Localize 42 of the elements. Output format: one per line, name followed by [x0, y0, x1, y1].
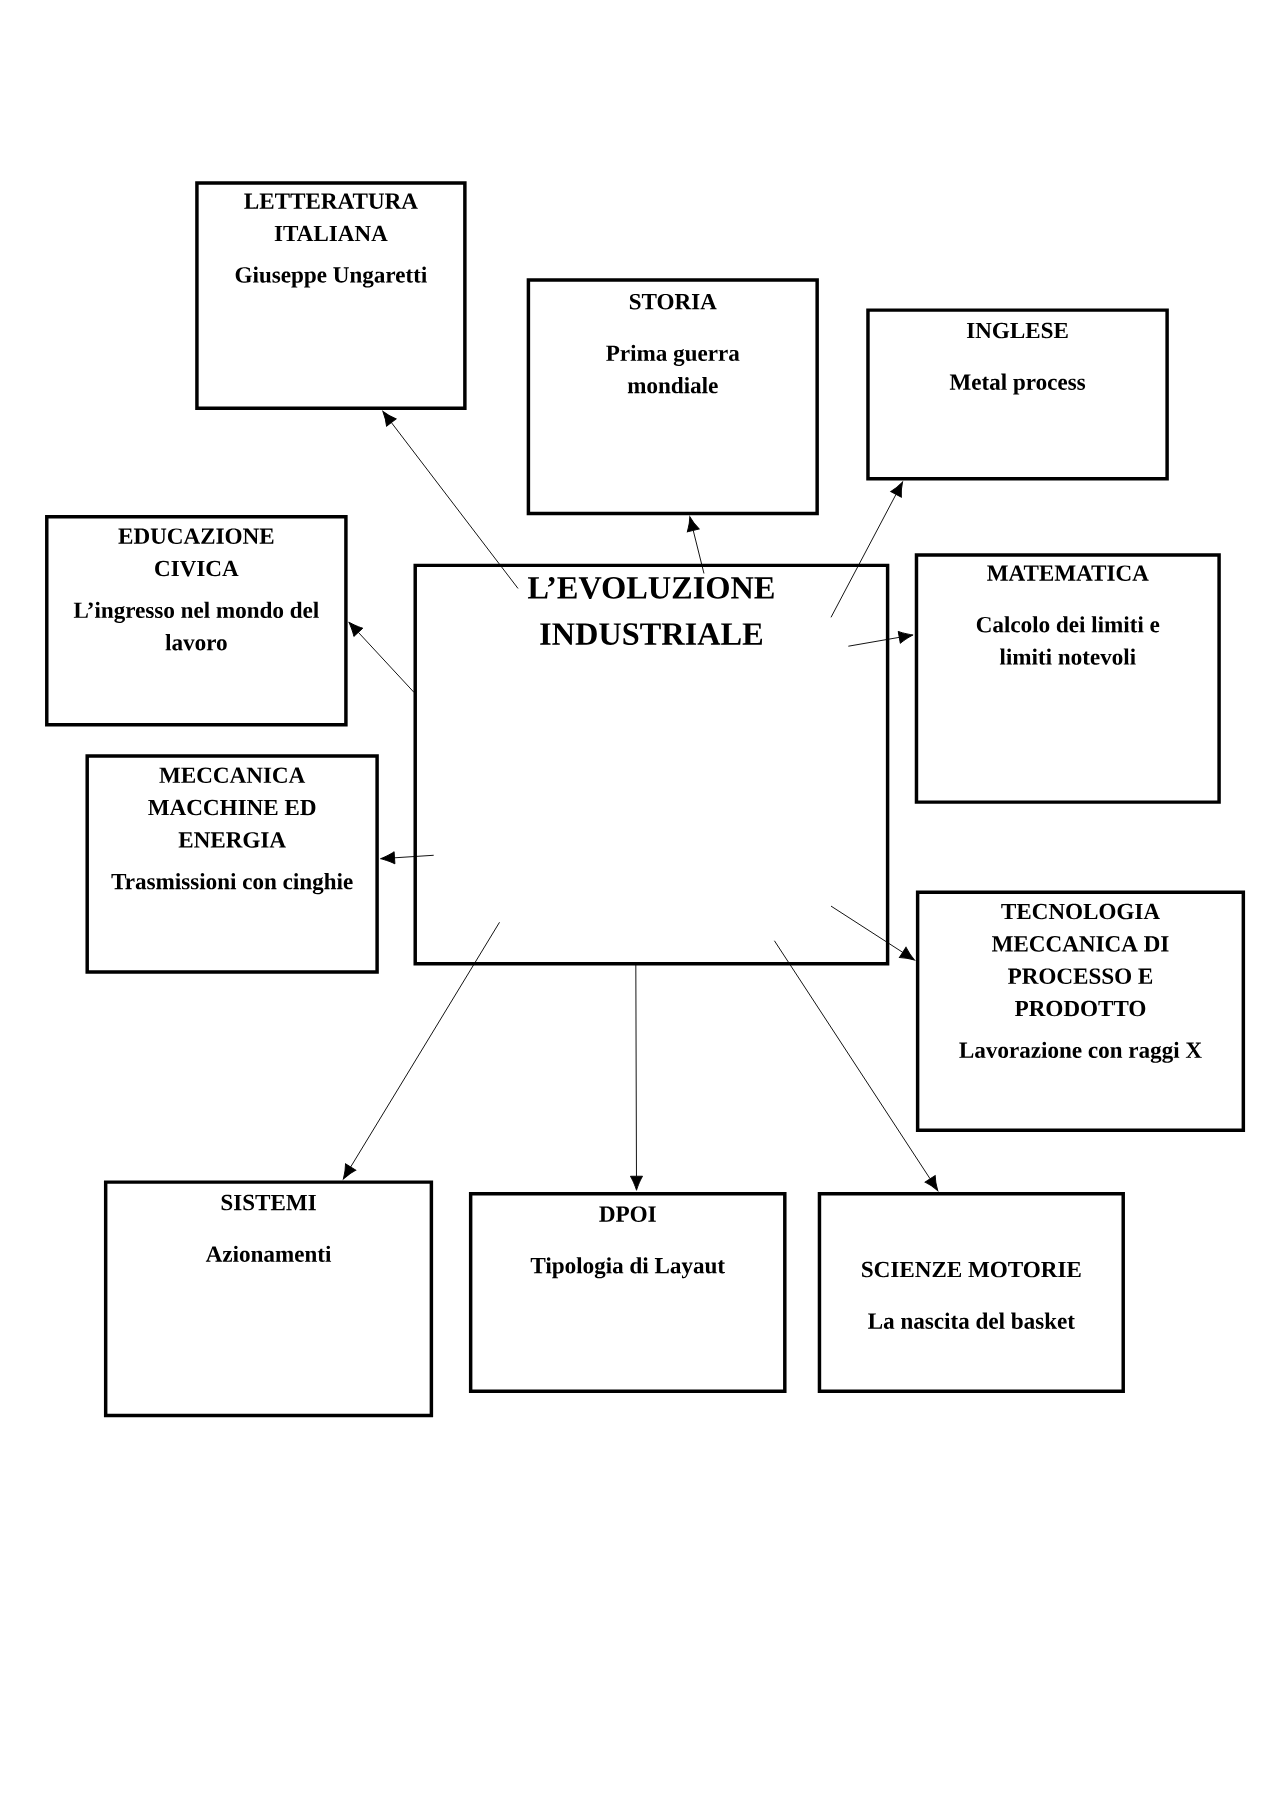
topic-text: Lavorazione con raggi X	[959, 1041, 1202, 1063]
subject-heading: TECNOLOGIA MECCANICA DI PROCESSO E PRODOTTO	[992, 903, 1169, 1017]
arrow	[630, 963, 644, 1191]
arrow	[774, 940, 939, 1191]
arrow	[380, 851, 435, 865]
subject-box	[104, 1180, 434, 1418]
topic-text: La nascita del basket	[868, 1312, 1076, 1329]
subject-heading: MATEMATICA	[987, 565, 1149, 581]
subject-heading: SCIENZE MOTORIE	[862, 1261, 1081, 1278]
topic-text: Giuseppe Ungaretti	[235, 266, 428, 288]
topic-text: Metal process	[949, 373, 1086, 395]
subject-box	[413, 563, 890, 966]
arrow	[348, 621, 415, 693]
subject-heading: DPOI	[599, 1206, 656, 1222]
subject-box	[195, 181, 467, 411]
subject-box	[45, 515, 348, 727]
subject-heading: INGLESE	[967, 322, 1068, 339]
subject-heading: LETTERATURA ITALIANA	[244, 193, 418, 242]
topic-text: Azionamenti	[206, 1245, 332, 1262]
subject-heading: STORIA	[630, 293, 717, 310]
subject-heading: EDUCAZIONE CIVICA	[118, 528, 274, 577]
arrow	[830, 481, 904, 618]
subject-box	[469, 1191, 787, 1393]
arrow	[830, 905, 916, 961]
subject-box	[914, 553, 1221, 804]
arrow	[343, 921, 501, 1180]
subject-box	[85, 754, 379, 974]
topic-text: L’ingresso nel mondo del lavoro	[74, 601, 319, 651]
topic-text: Prima guerra mondiale	[606, 344, 740, 394]
arrow	[382, 410, 519, 589]
arrow	[848, 630, 914, 647]
topic-text: Tipologia di Layaut	[530, 1257, 726, 1279]
title-text: L’EVOLUZIONE INDUSTRIALE	[528, 576, 774, 645]
topic-text: Calcolo dei limiti e limiti notevoli	[977, 616, 1160, 665]
subject-heading: SISTEMI	[221, 1194, 317, 1211]
subject-box	[916, 890, 1246, 1132]
subject-heading: MECCANICA MACCHINE ED ENERGIA	[148, 767, 316, 848]
topic-text: Trasmissioni con cinghie	[111, 873, 353, 895]
subject-box	[817, 1191, 1126, 1393]
arrow	[687, 516, 705, 574]
subject-box	[526, 278, 819, 516]
subject-box	[866, 308, 1169, 481]
